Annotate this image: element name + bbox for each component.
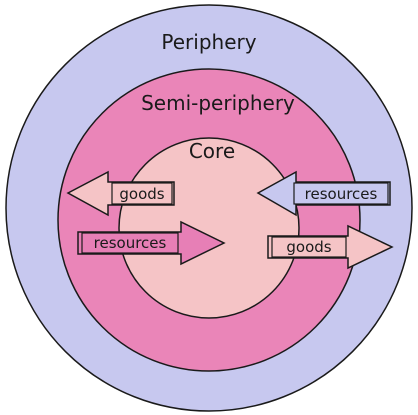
semi-periphery-label: Semi-periphery — [141, 91, 295, 115]
resources-right-label: resources — [94, 234, 167, 252]
core-ring — [118, 137, 300, 319]
goods-left-label-box — [111, 182, 173, 205]
resources-left-label-box — [293, 182, 389, 205]
resources-right-label-box — [81, 232, 179, 254]
resources-left-arrow: resources — [256, 170, 391, 217]
resources-left-label: resources — [305, 185, 378, 203]
goods-right-label-box — [271, 236, 347, 258]
goods-right-arrow: goods — [267, 224, 394, 270]
goods-left-label: goods — [119, 185, 164, 203]
resources-right-arrow: resources — [77, 220, 226, 266]
goods-left-arrow: goods — [66, 170, 175, 217]
periphery-label: Periphery — [161, 30, 256, 54]
core-label: Core — [189, 139, 235, 163]
goods-right-label: goods — [286, 238, 331, 256]
